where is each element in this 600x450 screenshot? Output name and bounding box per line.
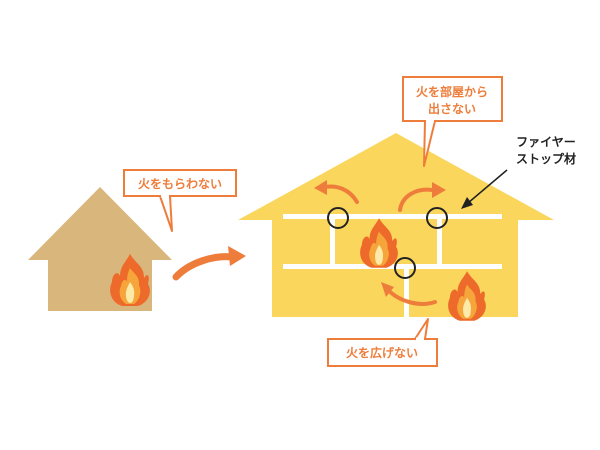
ring-icon	[394, 257, 416, 279]
beam-upper	[283, 214, 502, 219]
arrow-head-icon	[381, 282, 394, 297]
arrow-icon	[172, 253, 236, 281]
callout-label: 火を広げない	[346, 345, 418, 360]
big-house-roof	[238, 133, 554, 220]
material-label-line1: ファイヤー	[516, 135, 576, 149]
callout-spread: 火を広げない	[327, 318, 438, 367]
small-house-roof	[28, 187, 172, 260]
callout-room: 火を部屋から 出さない	[402, 76, 503, 167]
arrow-icon	[386, 288, 437, 306]
callout-tail	[414, 318, 429, 340]
fire-stop-material-label: ファイヤー ストップ材	[461, 135, 576, 209]
callout-box	[123, 169, 237, 197]
callout-tail	[159, 195, 173, 232]
pointer-arrowhead-icon	[461, 197, 473, 209]
callout-small-house: 火をもらわない	[123, 169, 237, 232]
callout-label-line1: 火を部屋から	[416, 84, 488, 99]
callout-box	[402, 76, 503, 122]
small-house	[28, 187, 172, 311]
big-house	[238, 133, 554, 317]
arrow-icon	[398, 187, 434, 212]
callout-box	[327, 338, 438, 367]
post-lower	[404, 269, 409, 317]
ring-icon	[426, 207, 448, 229]
pointer-line	[467, 169, 508, 204]
structure-beams	[283, 214, 502, 317]
material-label-line2: ストップ材	[516, 151, 576, 166]
arrow-icon	[323, 184, 359, 204]
post-left-upper	[330, 219, 335, 266]
ring-icon	[327, 207, 349, 229]
arrow-head-icon	[228, 246, 246, 266]
arrow-head-icon	[314, 180, 327, 195]
arrow-head-icon	[432, 182, 446, 198]
post-right-upper	[437, 219, 442, 266]
callout-label: 火をもらわない	[138, 177, 222, 191]
callout-label-line2: 出さない	[428, 101, 476, 116]
beam-lower	[283, 264, 502, 269]
